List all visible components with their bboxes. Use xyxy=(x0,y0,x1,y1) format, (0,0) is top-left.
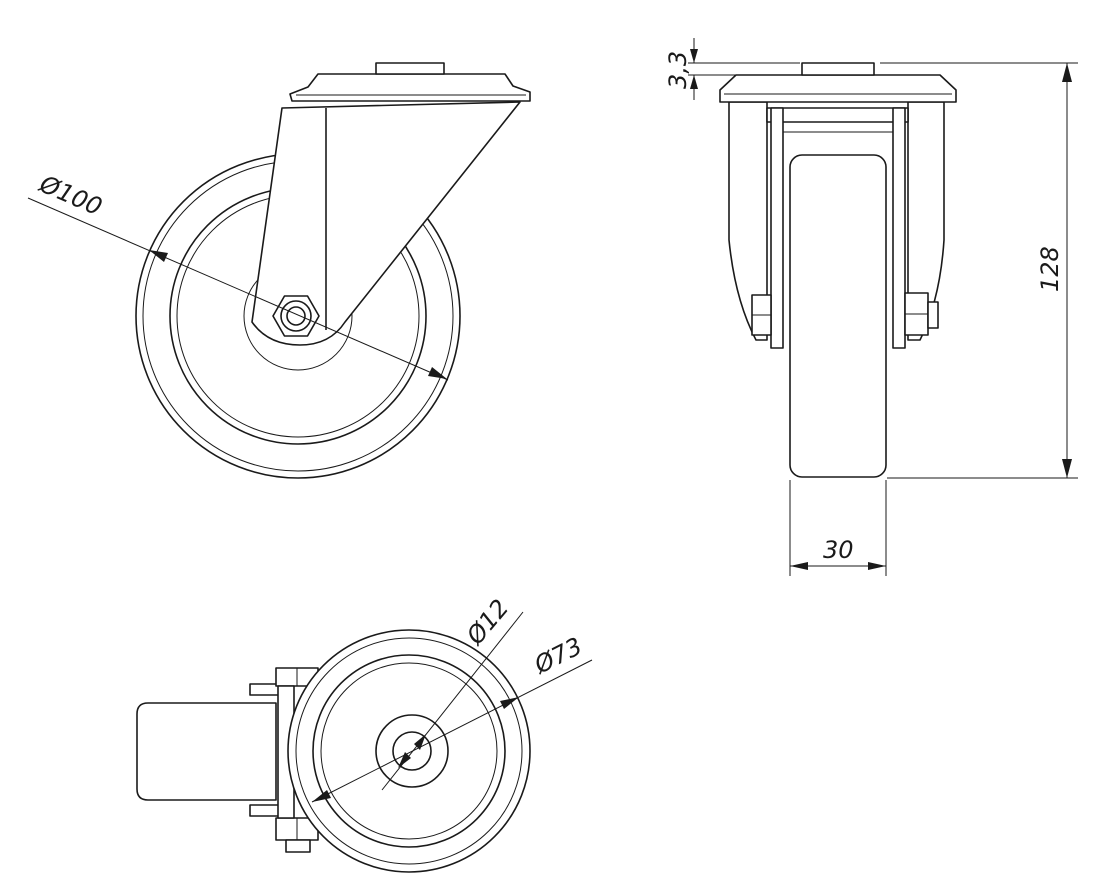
overall-height-label: 128 xyxy=(1036,246,1064,292)
wheel-diameter-dimension-line xyxy=(27,197,449,381)
dimension-arrow xyxy=(868,562,886,570)
fork-inner-bracket xyxy=(782,121,894,133)
wheel-tread-top xyxy=(136,702,277,801)
plate-thickness-label: 3,3 xyxy=(664,51,692,89)
dimension-arrow xyxy=(690,49,698,63)
axle-bolt xyxy=(286,306,306,326)
dimension-arrow xyxy=(690,75,698,89)
axle-bore xyxy=(392,731,432,771)
dimension-arrow xyxy=(500,697,519,709)
hub-rim-inner xyxy=(320,662,498,840)
axle-washer xyxy=(280,300,312,332)
dimension-arrow xyxy=(790,562,808,570)
kingpin-top xyxy=(375,62,445,75)
wheel-width-label: 30 xyxy=(823,536,854,564)
dimension-arrow xyxy=(1062,63,1072,82)
swivel-fork xyxy=(251,101,521,346)
side-view: Ø100 xyxy=(27,62,531,479)
front-view: 128 3,3 30 xyxy=(664,38,1078,576)
dimension-arrow xyxy=(1062,459,1072,478)
dimension-arrow xyxy=(428,367,447,379)
dimension-arrow xyxy=(312,790,331,802)
dimension-arrow xyxy=(398,752,411,768)
fork-right-leg xyxy=(892,107,906,349)
hub-diameter-label: Ø73 xyxy=(529,632,587,680)
hub-diameter-dimension-line xyxy=(311,659,593,803)
axle-bolt-end xyxy=(927,301,939,329)
wheel-tread-front xyxy=(789,154,887,478)
hub-rim xyxy=(312,654,506,848)
top-view: Ø12 Ø73 xyxy=(136,594,593,873)
fork-left-leg xyxy=(770,107,784,349)
wheel-diameter-label: Ø100 xyxy=(35,169,106,221)
mounting-plate xyxy=(289,73,531,102)
hub-outer xyxy=(287,629,531,873)
dimension-arrow xyxy=(414,734,426,750)
fork-left-casing xyxy=(728,101,768,341)
axle-bolt-end-top xyxy=(285,839,311,853)
fork-top-bracket xyxy=(766,107,909,123)
bearing-ring xyxy=(375,714,449,788)
kingpin-top-front xyxy=(801,62,875,76)
axle-diameter-label: Ø12 xyxy=(461,594,515,651)
hub-ring xyxy=(295,637,523,865)
mounting-plate-front xyxy=(719,74,957,103)
dimension-arrow xyxy=(149,250,168,262)
